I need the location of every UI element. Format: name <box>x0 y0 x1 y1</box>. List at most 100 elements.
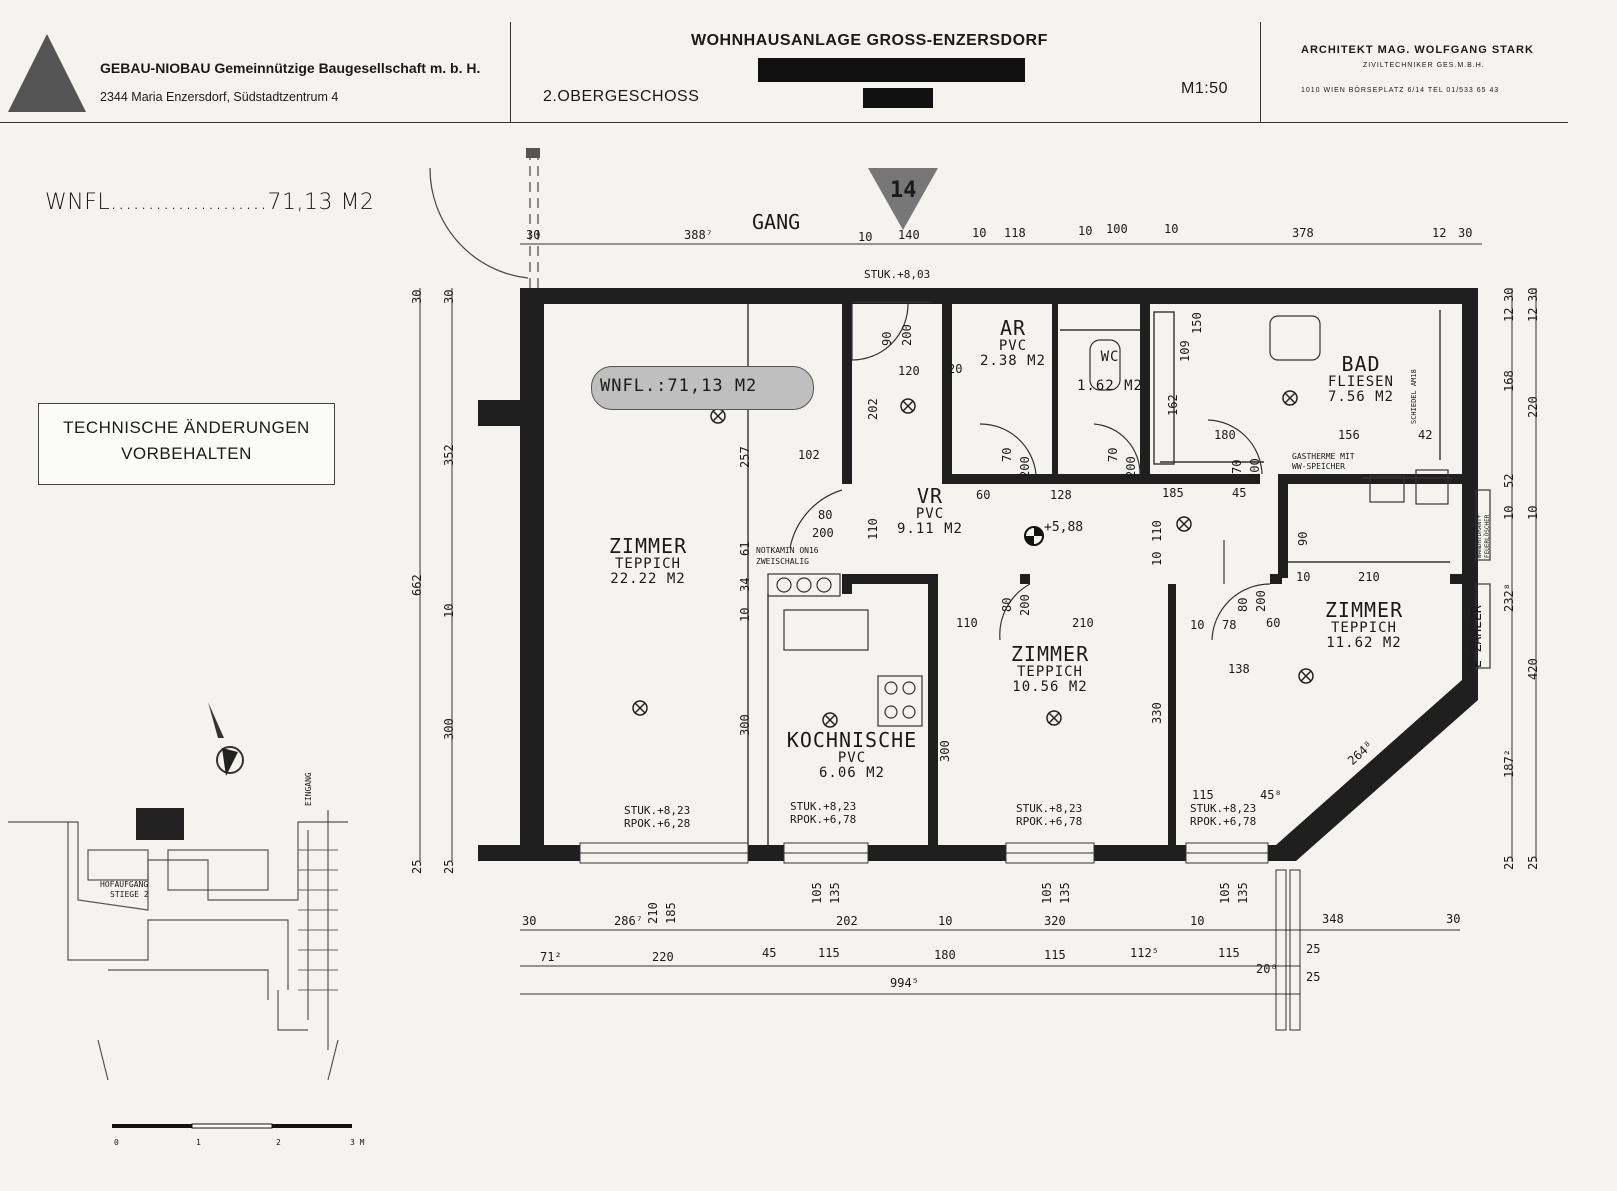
dim-inner: 330 <box>1150 702 1164 724</box>
dim-bottom: 202 <box>836 914 858 928</box>
dim-inner: 180 <box>1214 428 1236 442</box>
site-stair-label: STIEGE 2 <box>110 890 149 899</box>
level-marker: +5,88 <box>1044 520 1084 535</box>
feuerloescher-label: FEUERLÖSCHER <box>1484 514 1491 558</box>
dim-top: 10 <box>1078 224 1093 238</box>
dim-left: 25 <box>442 859 456 874</box>
dim-bottom: 286⁷ <box>614 914 643 928</box>
dim-top: 378 <box>1292 226 1314 240</box>
gastherme-label: GASTHERME MIT <box>1292 452 1355 461</box>
company-name: GEBAU-NIOBAU Gemeinnützige Baugesellscha… <box>100 60 481 76</box>
dim-bottom: 180 <box>934 948 956 962</box>
dim-inner: 90 <box>1296 531 1310 546</box>
dim-bottom: 115 <box>1044 948 1066 962</box>
dim-inner: 45 <box>1232 486 1247 500</box>
dim-inner: 10 <box>1190 618 1205 632</box>
stuk-entry: STUK.+8,03 <box>864 268 931 281</box>
dim-inner: 110 <box>956 616 978 630</box>
dim-inner: 10 <box>1150 551 1164 566</box>
room-ar: AR PVC 2.38 M2 <box>979 316 1046 369</box>
dim-top: 30 <box>526 228 541 242</box>
wnfl-pill-label: WNFL.:71,13 M2 <box>600 376 758 396</box>
dim-inner: 10 <box>1296 570 1311 584</box>
dim-bottom: 185 <box>664 902 678 924</box>
dim-bottom: 105 <box>810 882 824 904</box>
dim-bottom: 10 <box>938 914 953 928</box>
room-zimmer-middle: ZIMMER TEPPICH 10.56 M2 <box>1010 642 1090 695</box>
dim-bottom: 30 <box>522 914 537 928</box>
dim-top: 10 <box>1164 222 1179 236</box>
ww-speicher-label: WW-SPEICHER <box>1292 462 1345 471</box>
dim-left: 352 <box>442 444 456 466</box>
dim-inner: 115 <box>1192 788 1214 802</box>
dim-inner: 70 <box>1230 459 1244 474</box>
room-zimmer-large: ZIMMER TEPPICH 22.22 M2 <box>608 534 688 587</box>
dim-bottom: 105 <box>1040 882 1054 904</box>
scale-label: M1:50 <box>1181 80 1228 97</box>
dim-inner: 110 <box>866 518 880 540</box>
dim-left: 30 <box>442 289 456 304</box>
dim-right: 25 <box>1526 855 1540 870</box>
dim-inner: 200 <box>1018 594 1032 616</box>
dim-inner: 200 <box>1254 590 1268 612</box>
dim-inner: 300 <box>738 714 752 736</box>
dim-inner: 78 <box>1222 618 1237 632</box>
dim-inner: 61 <box>738 541 752 556</box>
dim-inner: 70 <box>1106 447 1120 462</box>
dim-inner: 110 <box>1150 520 1164 542</box>
company-address: 2344 Maria Enzersdorf, Südstadtzentrum 4 <box>100 90 339 104</box>
dim-inner: 80 <box>1000 597 1014 612</box>
scale-tick: 3 M <box>350 1138 365 1147</box>
dim-inner: 80 <box>1236 597 1250 612</box>
notice-line: TECHNISCHE ÄNDERUNGEN <box>63 418 310 437</box>
architect-name: ARCHITEKT MAG. WOLFGANG STARK <box>1301 44 1534 56</box>
unit-number: 14 <box>890 178 917 203</box>
room-kochnische: KOCHNISCHE PVC 6.06 M2 <box>786 728 918 781</box>
dim-right: 168 <box>1502 370 1516 392</box>
changes-notice-box: TECHNISCHE ÄNDERUNGEN VORBEHALTEN <box>38 403 335 485</box>
north-arrow-icon <box>208 702 244 776</box>
dim-inner: 80 <box>818 508 833 522</box>
dim-inner: 200 <box>1018 456 1032 478</box>
dim-right: 12 <box>1502 307 1516 322</box>
dim-bottom: 210 <box>646 902 660 924</box>
dim-inner: 60 <box>976 488 991 502</box>
dim-bottom: 25 <box>1306 970 1321 984</box>
dim-inner: 90 <box>880 331 894 346</box>
dim-inner: 257 <box>738 446 752 468</box>
dim-right: 52 <box>1502 473 1516 488</box>
dim-bottom: 135 <box>828 882 842 904</box>
dim-top: 10 <box>972 226 987 240</box>
dim-top: 118 <box>1004 226 1026 240</box>
dim-inner: 138 <box>1228 662 1250 676</box>
dim-bottom: 105 <box>1218 882 1232 904</box>
dim-bottom: 20⁸ <box>1256 962 1278 976</box>
architect-cell: ARCHITEKT MAG. WOLFGANG STARK ZIVILTECHN… <box>1260 22 1569 122</box>
project-cell: WOHNHAUSANLAGE GROSS-ENZERSDORF 2.OBERGE… <box>510 22 1261 122</box>
architect-address: 1010 WIEN BÖRSEPLATZ 6/14 TEL 01/533 65 … <box>1301 87 1500 94</box>
dim-bottom: 30 <box>1446 912 1461 926</box>
dim-inner: 200 <box>1124 456 1138 478</box>
dim-inner: 45⁸ <box>1260 788 1282 802</box>
corridor-label: GANG <box>752 210 801 234</box>
dim-bottom: 135 <box>1058 882 1072 904</box>
dim-inner: 156 <box>1338 428 1360 442</box>
dim-inner: 120 <box>898 364 920 378</box>
dim-inner: 42 <box>1418 428 1433 442</box>
dim-bottom: 115 <box>1218 946 1240 960</box>
schiedel-label: SCHIEDEL AM18 <box>1410 369 1418 424</box>
dim-inner: 200 <box>1248 458 1262 480</box>
site-stair-label: HOFAUFGANG <box>100 880 149 889</box>
dim-bottom: 348 <box>1322 912 1344 926</box>
title-block: GEBAU-NIOBAU Gemeinnützige Baugesellscha… <box>0 22 1568 123</box>
dim-right: 420 <box>1526 658 1540 680</box>
dim-bottom: 10 <box>1190 914 1205 928</box>
project-title: WOHNHAUSANLAGE GROSS-ENZERSDORF <box>691 32 1048 49</box>
dim-inner: 34 <box>738 577 752 592</box>
dim-inner: 202 <box>866 398 880 420</box>
dim-right: 30 <box>1502 287 1516 302</box>
